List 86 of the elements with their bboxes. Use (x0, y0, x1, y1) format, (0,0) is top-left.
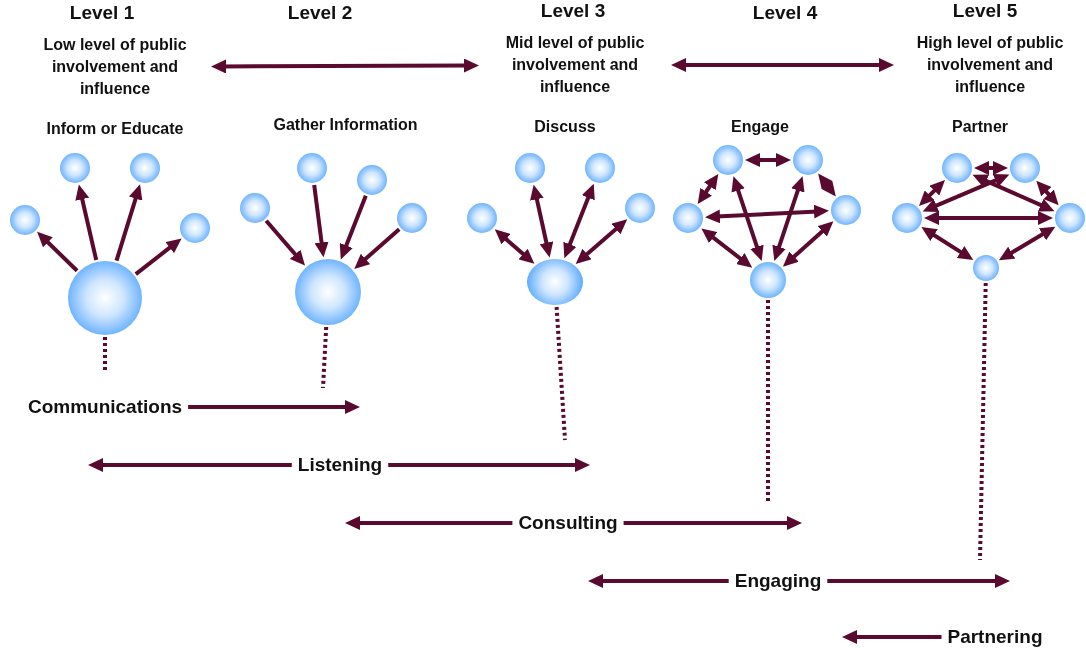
double-arrow (745, 153, 791, 167)
arrow (37, 231, 79, 273)
participant-circle (673, 203, 703, 233)
participant-circle (60, 153, 90, 183)
participant-circle (515, 153, 545, 183)
hub-circle (527, 259, 583, 305)
participant-circle (942, 153, 972, 183)
participant-circle (1055, 203, 1085, 233)
arrow (842, 630, 942, 644)
hub-circle (295, 259, 361, 325)
arrow (188, 400, 360, 414)
level-heading: Level 1 (68, 2, 136, 24)
participant-circle (357, 165, 387, 195)
participant-circle (10, 205, 40, 235)
participant-circle (892, 203, 922, 233)
participant-circle (713, 145, 743, 175)
involvement-text: Mid level of public involvement and influence (485, 32, 665, 98)
approach-label: Communications (27, 396, 183, 418)
participant-circle (397, 203, 427, 233)
approach-label: Listening (297, 454, 383, 476)
arrow (827, 574, 1010, 588)
participant-circle (625, 193, 655, 223)
approach-label: Engaging (734, 570, 822, 592)
level-heading: Level 5 (951, 0, 1019, 22)
approach-label: Consulting (518, 512, 618, 534)
participant-circle (240, 193, 270, 223)
double-arrow (1036, 180, 1059, 206)
double-arrow (671, 58, 894, 72)
participant-circle (831, 195, 861, 225)
double-arrow (818, 173, 836, 197)
arrow (339, 195, 368, 260)
double-arrow (972, 174, 1055, 212)
arrow (623, 516, 802, 530)
double-arrow (974, 161, 1008, 175)
arrow (354, 227, 401, 269)
participant-circle (297, 153, 327, 183)
double-arrow (211, 58, 479, 74)
hub-circle (68, 261, 142, 335)
double-arrow (919, 180, 945, 206)
participant-circle (973, 255, 999, 281)
double-arrow (921, 227, 974, 260)
double-arrow (697, 173, 719, 205)
level-heading: Level 3 (539, 0, 607, 22)
participant-circle (585, 153, 615, 183)
double-arrow (494, 229, 535, 264)
dotted-line (103, 337, 107, 372)
participant-circle (1010, 153, 1040, 183)
arrow (345, 516, 513, 530)
double-arrow (563, 183, 595, 259)
level-title: Discuss (533, 118, 597, 136)
dotted-line (554, 306, 567, 441)
approach-label: Partnering (947, 626, 1043, 648)
double-arrow (701, 228, 753, 268)
arrow (388, 458, 590, 472)
level-title: Partner (951, 118, 1009, 136)
double-arrow (922, 174, 1010, 212)
arrow (264, 219, 305, 266)
arrow (134, 238, 182, 276)
dotted-line (978, 282, 988, 561)
level-title: Engage (730, 118, 790, 136)
involvement-text: High level of public involvement and influence (900, 32, 1080, 98)
participant-circle (467, 203, 497, 233)
double-arrow (924, 211, 1053, 225)
level-title: Gather Information (272, 116, 419, 134)
double-arrow (772, 176, 805, 262)
involvement-text: Low level of public involvement and influence (25, 34, 205, 100)
participant-circle (130, 153, 160, 183)
dotted-line (321, 326, 329, 389)
level-heading: Level 2 (286, 2, 354, 24)
level-title: Inform or Educate (45, 120, 185, 138)
participant-circle (180, 213, 210, 243)
dotted-line (766, 300, 770, 502)
double-arrow (705, 204, 829, 224)
double-arrow (575, 219, 628, 264)
double-arrow (530, 184, 554, 258)
arrow (588, 574, 729, 588)
arrow (312, 184, 329, 258)
double-arrow (731, 176, 764, 262)
arrow (75, 184, 99, 261)
participant-circle (793, 145, 823, 175)
arrow (114, 184, 143, 262)
level-heading: Level 4 (751, 2, 819, 24)
arrow (88, 458, 292, 472)
double-arrow (998, 226, 1056, 261)
participant-circle (750, 262, 786, 298)
double-arrow (782, 221, 834, 267)
